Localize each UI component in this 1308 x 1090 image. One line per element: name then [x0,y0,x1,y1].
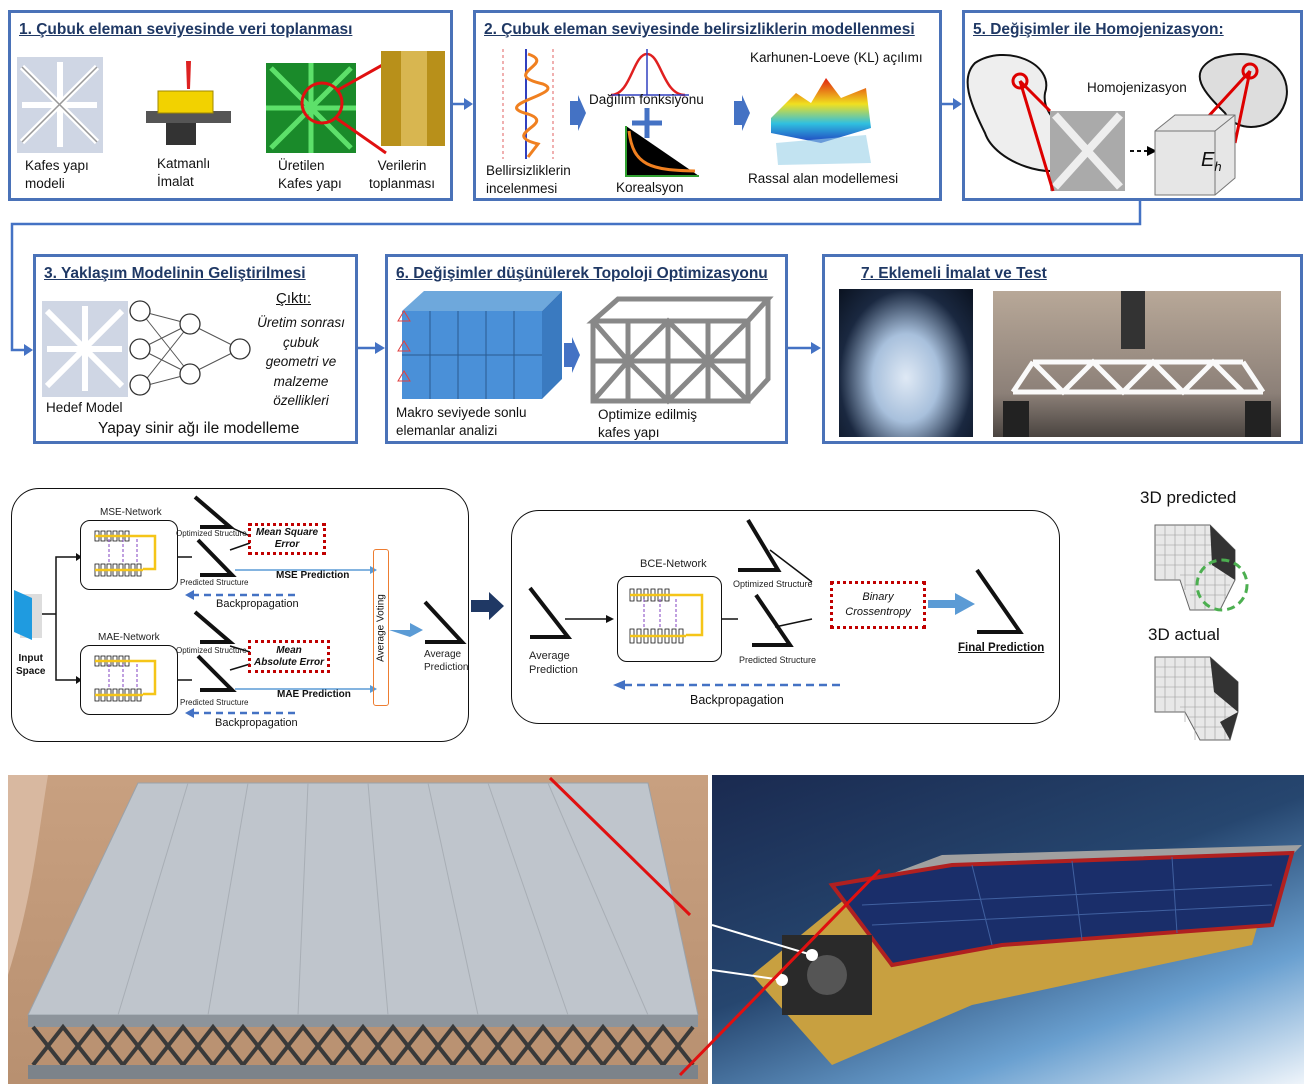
panel-title: 7. Eklemeli İmalat ve Test [861,265,1047,282]
label-ann-modelling: Yapay sinir ağı ile modelleme [98,420,300,437]
mse-network-box [80,520,178,590]
label-kl-expansion: Karhunen-Loeve (KL) açılımı [750,50,923,65]
arrow-icon [570,95,586,131]
3d-actual-image [1154,656,1239,741]
ensemble-connectors [42,495,467,718]
label-random-field: Rassal alan modellemesi [748,171,899,186]
mse-loss-box: Mean Square Error [248,523,326,555]
arrow-p6-p7 [788,342,821,354]
sandwich-panel-photo [8,775,708,1084]
label-output-description: Üretim sonrası çubuk geometri ve malzeme… [257,315,345,408]
label-correlation: Korealsyon [616,180,684,195]
arrow-icon [734,95,750,131]
average-voting-box: Average Voting [373,549,389,706]
neural-network-icon [129,300,251,396]
mae-loss-box: Mean Absolute Error [248,640,330,673]
arrow-p2-p5 [942,98,962,110]
panel-title: 2. Çubuk eleman seviyesinde belirsizlikl… [484,21,915,38]
bce-network-box [617,576,722,662]
label-homogenization: Homojenizasyon [1087,80,1187,95]
produced-lattice-image [266,61,387,155]
label-additive-manufacturing: Katmanlı İmalat [157,156,211,189]
label-optimized-lattice: Optimize edilmiş kafes yapı [598,407,698,440]
satellite-image [712,775,1304,1084]
label-output: Çıktı: [276,290,312,307]
label-predicted-structure: Predicted Structure [739,655,817,665]
random-field-surface-image [771,78,871,165]
refine-connectors [528,518,1024,690]
arrow-icon [564,337,580,373]
label-effective-modulus: Eh [1201,149,1222,174]
target-model-lattice-image [42,301,128,397]
arrow-p1-p2 [453,98,473,110]
additive-printer-image [146,61,231,145]
label-input-space: Input Space [16,653,46,677]
label-optimized-structure: Optimized Structure [176,529,247,538]
label-average-prediction: Average Prediction [424,649,469,673]
refinement-network-diagram [511,510,1060,724]
3d-predicted-image [1154,524,1249,612]
plus-icon [632,108,662,138]
input-space-icon [14,590,42,640]
label-optimized-structure: Optimized Structure [733,579,813,589]
uncertainty-plot-icon [502,49,554,159]
optimized-lattice-image [586,296,774,405]
homogenization-illustration [966,53,1288,196]
panel-title: 1. Çubuk eleman seviyesinde veri toplanm… [19,21,353,38]
lattice-model-image [17,57,103,153]
label-mae-prediction: MAE Prediction [277,689,351,700]
label-backpropagation: Backpropagation [216,598,299,610]
panel-am-and-test: 7. Eklemeli İmalat ve Test [822,254,1303,444]
label-backpropagation: Backpropagation [690,693,784,707]
label-bce-network: BCE-Network [640,558,707,570]
correlation-curve-icon [625,126,699,177]
panel-data-collection: 1. Çubuk eleman seviyesinde veri toplanm… [8,10,453,201]
mae-network-box [80,645,178,715]
label-predicted-structure: Predicted Structure [180,578,249,587]
printed-lattice-photo [839,289,973,437]
connector-row1-row2 [10,200,1142,356]
panel-surrogate-model: 3. Yaklaşım Modelinin Geliştirilmesi Çık… [33,254,358,444]
label-average-prediction: Average Prediction [529,650,578,676]
bending-test-photo [993,291,1281,437]
label-3d-predicted: 3D predicted [1140,488,1237,507]
label-fem-analysis: Makro seviyede sonlu elemanlar analizi [396,405,527,438]
panel-uncertainty-modelling: 2. Çubuk eleman seviyesinde belirsizlikl… [473,10,942,201]
label-predicted-structure: Predicted Structure [180,698,249,707]
label-uncertainty: Bellirsizliklerin incelenmesi [486,163,571,196]
label-distribution: Dağılım fonksiyonu [589,92,704,107]
label-data-collection: Verilerin toplanması [369,158,436,191]
label-target-model: Hedef Model [46,400,123,415]
fem-mesh-image [397,291,562,399]
zoom-connector-lines [548,776,882,1077]
label-produced-lattice: Üretilen Kafes yapı [278,158,342,191]
panel-topology-optimization: 6. Değişimler düşünülerek Topoloji Optim… [385,254,788,444]
label-mse-network: MSE-Network [100,507,162,518]
label-backpropagation: Backpropagation [215,717,298,729]
strut-data-image [381,51,445,146]
label-final-prediction: Final Prediction [958,642,1045,654]
label-3d-actual: 3D actual [1148,625,1220,644]
eh-subscript: h [1214,159,1222,174]
bce-loss-box: Binary Crossentropy [830,581,926,629]
arrow-p3-p6 [358,342,385,354]
label-optimized-structure: Optimized Structure [176,646,247,655]
label-lattice-model: Kafes yapı modeli [25,158,89,191]
panel-title: 6. Değişimler düşünülerek Topoloji Optim… [396,265,768,282]
panel-homogenization: 5. Değişimler ile Homojenizasyon: Homoje… [962,10,1303,201]
arrow-ensemble-to-refine [471,592,504,620]
panel-title: 5. Değişimler ile Homojenizasyon: [973,21,1224,38]
label-mae-network: MAE-Network [98,632,160,643]
eh-symbol: E [1201,149,1215,171]
label-mse-prediction: MSE Prediction [276,570,350,581]
distribution-curve-icon [610,49,689,97]
panel-title: 3. Yaklaşım Modelinin Geliştirilmesi [44,265,306,282]
ensemble-network-diagram [11,488,469,742]
